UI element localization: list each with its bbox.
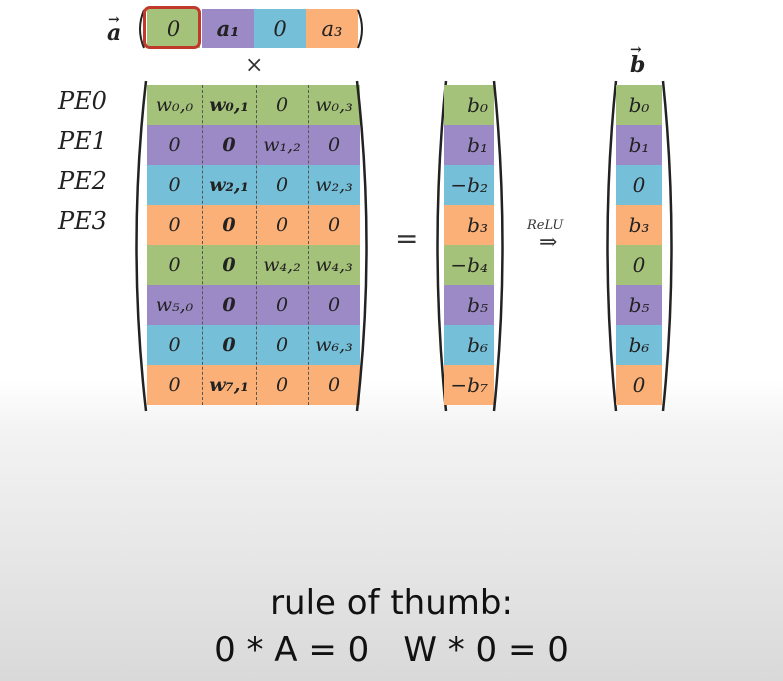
result-cell: −b₂ [444, 165, 494, 205]
matrix-cell: 0 [202, 245, 256, 285]
vector-b-cell: b₃ [616, 205, 662, 245]
result-right-paren [492, 80, 504, 412]
vector-b-cell: 0 [616, 365, 662, 405]
vector-b-cell: b₅ [616, 285, 662, 325]
matrix-cell: 0 [147, 205, 202, 245]
matrix-cell: 0 [147, 125, 202, 165]
vector-b-left-paren [606, 80, 618, 412]
equals-symbol: = [395, 222, 419, 255]
matrix-cell: w₂,₁ [202, 165, 256, 205]
vector-b-cell: b₁ [616, 125, 662, 165]
pe-label: PE3 [58, 207, 107, 235]
matrix-cell: 0 [147, 365, 202, 405]
column-divider [256, 85, 257, 405]
matrix-cell: w₄,₂ [256, 245, 308, 285]
matrix-cell: 0 [202, 325, 256, 365]
matrix-cell: 0 [256, 205, 308, 245]
relu-arrow-icon: ⇒ [539, 230, 558, 255]
matrix-cell: 0 [256, 365, 308, 405]
matrix-left-paren [135, 80, 148, 412]
matrix-cell: 0 [256, 165, 308, 205]
vector-a-right-paren [357, 9, 363, 49]
times-symbol: × [245, 53, 264, 78]
rule-zero-times-a: 0 * A = 0 [214, 630, 370, 670]
result-cell: b₃ [444, 205, 494, 245]
matrix-cell: w₀,₀ [147, 85, 202, 125]
vector-a-cell: a₁ [202, 9, 254, 48]
column-divider [202, 85, 203, 405]
vector-a-cell: 0 [147, 9, 200, 48]
vector-b-symbol: b [630, 52, 646, 78]
vector-a-symbol: a [107, 20, 122, 46]
matrix-cell: w₂,₃ [308, 165, 360, 205]
vector-a-left-paren [139, 9, 145, 49]
matrix-cell: 0 [256, 325, 308, 365]
matrix-cell: w₅,₀ [147, 285, 202, 325]
rule-w-times-zero: W * 0 = 0 [403, 630, 569, 670]
vector-a-label: → a [104, 12, 130, 48]
matrix-cell: w₄,₃ [308, 245, 360, 285]
result-cell: −b₄ [444, 245, 494, 285]
result-left-paren [436, 80, 448, 412]
result-cell: b₅ [444, 285, 494, 325]
matrix-cell: 0 [308, 365, 360, 405]
relu-label: ReLU [527, 218, 564, 233]
matrix-cell: w₇,₁ [202, 365, 256, 405]
matrix-cell: w₁,₂ [256, 125, 308, 165]
pe-label: PE1 [58, 127, 107, 155]
vector-arrow-icon: → [630, 42, 642, 58]
matrix-cell: 0 [256, 85, 308, 125]
rule-title: rule of thumb: [270, 583, 513, 623]
rule-equations: 0 * A = 0 W * 0 = 0 [0, 630, 783, 670]
vector-b-cell: b₀ [616, 85, 662, 125]
matrix-cell: 0 [308, 125, 360, 165]
matrix-right-paren [355, 80, 368, 412]
vector-b-cell: 0 [616, 165, 662, 205]
matrix-cell: 0 [202, 125, 256, 165]
matrix-cell: 0 [308, 285, 360, 325]
vector-a-cell: a₃ [306, 9, 358, 48]
highlight-box [143, 6, 201, 49]
matrix-cell: 0 [147, 245, 202, 285]
vector-b-right-paren [661, 80, 673, 412]
vector-b-cell: 0 [616, 245, 662, 285]
result-cell: −b₇ [444, 365, 494, 405]
matrix-cell: 0 [202, 205, 256, 245]
vector-a-cell: 0 [254, 9, 306, 48]
matrix-cell: w₀,₃ [308, 85, 360, 125]
matrix-cell: w₀,₁ [202, 85, 256, 125]
result-cell: b₆ [444, 325, 494, 365]
vector-arrow-icon: → [108, 12, 120, 28]
matrix-cell: 0 [308, 205, 360, 245]
result-cell: b₀ [444, 85, 494, 125]
pe-label: PE0 [58, 87, 107, 115]
vector-b-label: → b [627, 42, 653, 80]
vector-b-cell: b₆ [616, 325, 662, 365]
pe-label: PE2 [58, 167, 107, 195]
matrix-cell: 0 [202, 285, 256, 325]
matrix-cell: w₆,₃ [308, 325, 360, 365]
matrix-cell: 0 [256, 285, 308, 325]
matrix-cell: 0 [147, 325, 202, 365]
column-divider [308, 85, 309, 405]
result-cell: b₁ [444, 125, 494, 165]
matrix-cell: 0 [147, 165, 202, 205]
